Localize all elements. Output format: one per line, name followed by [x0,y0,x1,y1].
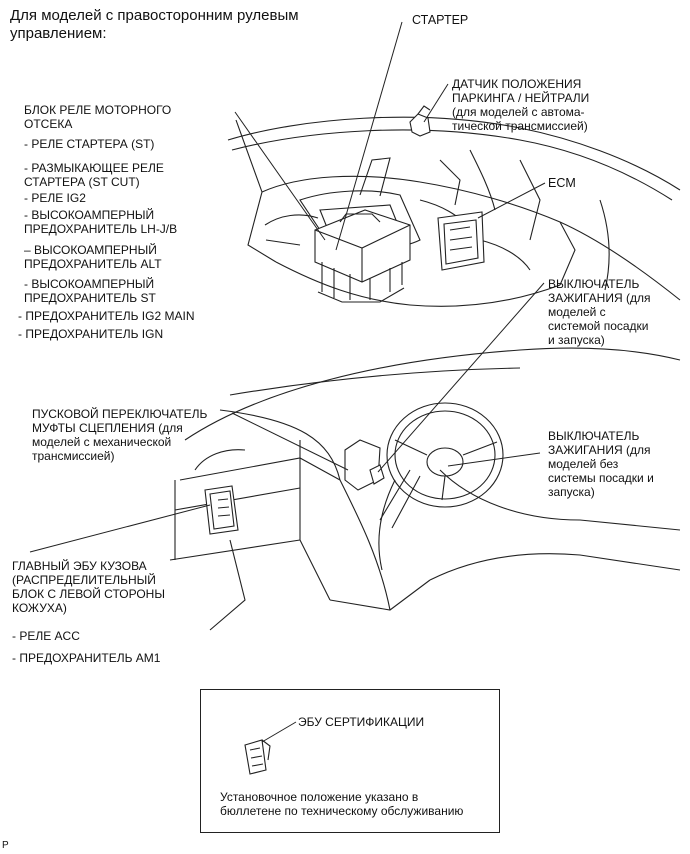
relay-item: - РЕЛЕ IG2 [24,191,86,205]
label-cert-ecu: ЭБУ СЕРТИФИКАЦИИ [298,715,425,729]
label-clutch-start-switch: ПУСКОВОЙ ПЕРЕКЛЮЧАТЕЛЬ МУФТЫ СЦЕПЛЕНИЯ (… [32,407,208,463]
body-ecu-item: - РЕЛЕ ACC [12,629,80,643]
relay-item: - РЕЛЕ СТАРТЕРА (ST) [24,137,155,151]
label-ignition-switch-smart: ВЫКЛЮЧАТЕЛЬ ЗАЖИГАНИЯ (для моделей с сис… [548,277,651,347]
engine-bay-drawing [227,105,681,307]
body-ecu-item: - ПРЕДОХРАНИТЕЛЬ AM1 [12,651,161,665]
relay-item: - ПРЕДОХРАНИТЕЛЬ IGN [18,327,164,341]
label-starter: СТАРТЕР [412,13,469,27]
relay-item: – ВЫСОКОАМПЕРНЫЙ ПРЕДОХРАНИТЕЛЬ ALT [24,243,162,271]
cert-note: Установочное положение указано в бюллете… [220,790,464,818]
label-ignition-switch-no-smart: ВЫКЛЮЧАТЕЛЬ ЗАЖИГАНИЯ (для моделей без с… [548,429,654,499]
label-main-body-ecu: ГЛАВНЫЙ ЭБУ КУЗОВА (РАСПРЕДЕЛИТЕЛЬНЫЙ БЛ… [12,559,165,615]
cert-ecu-icon [244,739,271,775]
page-title: Для моделей с правосторонним рулевым упр… [10,7,299,42]
relay-item: - РАЗМЫКАЮЩЕЕ РЕЛЕ СТАРТЕРА (ST CUT) [24,161,164,189]
label-engine-relay-block: БЛОК РЕЛЕ МОТОРНОГО ОТСЕКА [24,103,172,131]
label-ecm: ECM [548,176,576,190]
relay-item: - ПРЕДОХРАНИТЕЛЬ IG2 MAIN [18,309,195,323]
interior-drawing [169,347,681,631]
certification-ecu-box [200,689,500,833]
corner-mark: P [2,840,9,851]
label-park-neutral-sensor: ДАТЧИК ПОЛОЖЕНИЯ ПАРКИНГА / НЕЙТРАЛИ (дл… [452,77,590,133]
leader-lines [29,21,546,743]
relay-item: - ВЫСОКОАМПЕРНЫЙ ПРЕДОХРАНИТЕЛЬ LH-J/B [24,208,178,236]
relay-item: - ВЫСОКОАМПЕРНЫЙ ПРЕДОХРАНИТЕЛЬ ST [24,277,156,305]
